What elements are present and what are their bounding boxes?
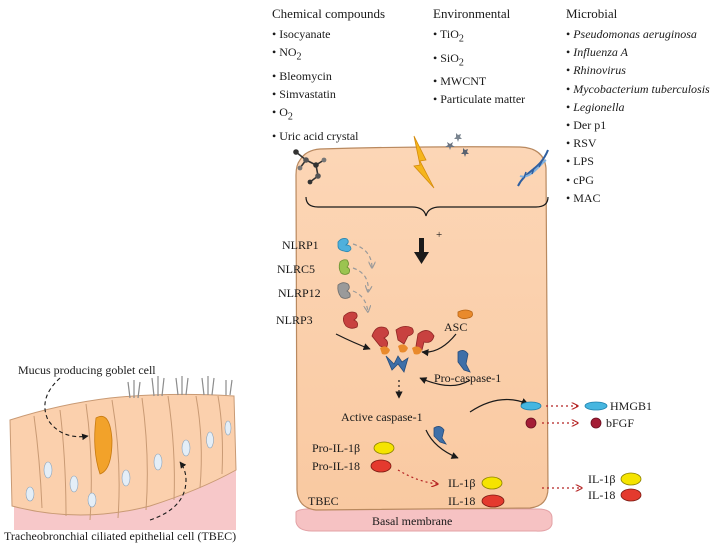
il18-oval-inside <box>481 494 505 508</box>
microbial-title: Microbial <box>566 6 618 21</box>
nlrc5-icon <box>338 259 351 275</box>
lightning-bolt-icon <box>413 135 435 189</box>
il18-label-outside: IL-18 <box>588 488 616 502</box>
list-item: Mycobacterium tuberculosis <box>566 80 710 98</box>
hmgb1-oval-inside <box>520 401 542 411</box>
goblet-cell-label: Mucus producing goblet cell <box>18 363 156 377</box>
chemical-molecule-icon <box>293 149 327 185</box>
nlrp3-label: NLRP3 <box>276 313 313 327</box>
nlrp12-label: NLRP12 <box>278 286 321 300</box>
asc-icon <box>457 309 473 320</box>
list-item: cPG <box>566 171 710 189</box>
nlrp1-label: NLRP1 <box>282 238 319 252</box>
list-item: SiO2 <box>433 49 525 73</box>
activation-plus-sign: + <box>436 229 443 241</box>
microbial-column: Microbial Pseudomonas aeruginosa Influen… <box>566 6 710 207</box>
list-item: Der p1 <box>566 116 710 134</box>
list-item: Bleomycin <box>272 67 385 85</box>
chemical-compounds-title: Chemical compounds <box>272 6 386 21</box>
tbec-label: TBEC <box>308 494 339 508</box>
stimuli-brace <box>305 196 549 217</box>
list-item: O2 <box>272 103 385 127</box>
environmental-list: TiO2 SiO2 MWCNT Particulate matter <box>433 25 525 109</box>
list-item: Rhinovirus <box>566 61 710 79</box>
il18-oval-outside <box>620 488 642 502</box>
airway-epithelium-illustration <box>9 376 237 530</box>
environmental-title: Environmental <box>433 6 511 21</box>
asc-label: ASC <box>444 320 468 334</box>
il18-label-inside: IL-18 <box>448 494 476 508</box>
nlrc5-label: NLRC5 <box>277 262 316 276</box>
list-item: NO2 <box>272 43 385 67</box>
list-item: LPS <box>566 152 710 170</box>
pro-il1b-oval <box>373 441 395 455</box>
pro-il18-label: Pro-IL-18 <box>312 459 360 473</box>
il1b-label-inside: IL-1β <box>448 476 476 490</box>
basal-membrane-label: Basal membrane <box>372 514 453 528</box>
list-item: Pseudomonas aeruginosa <box>566 25 710 43</box>
nlrp3-icon <box>342 311 358 329</box>
il1b-oval-inside <box>481 476 503 490</box>
inflammasome-complex-icon <box>371 326 435 373</box>
list-item: Particulate matter <box>433 90 525 108</box>
nlrp1-icon <box>337 238 352 253</box>
list-item: Legionella <box>566 98 710 116</box>
hmgb1-oval-outside <box>584 401 608 411</box>
list-item: Isocyanate <box>272 25 385 43</box>
pro-il1b-label: Pro-IL-1β <box>312 441 361 455</box>
dna-strand-icon <box>517 149 549 187</box>
bfgf-label: bFGF <box>606 416 635 430</box>
pro-il18-oval <box>370 459 392 473</box>
pro-caspase-1-label: Pro-caspase-1 <box>434 371 502 385</box>
hmgb1-label: HMGB1 <box>610 399 653 413</box>
microbial-list: Pseudomonas aeruginosa Influenza A Rhino… <box>566 25 710 207</box>
list-item: MAC <box>566 189 710 207</box>
tbec-tissue-label: Tracheobronchial ciliated epithelial cel… <box>4 529 237 543</box>
caspase-fragment-icon <box>433 426 447 445</box>
chemical-compounds-column: Chemical compounds Isocyanate NO2 Bleomy… <box>272 6 385 145</box>
pro-caspase-1-icon <box>457 350 471 373</box>
bfgf-oval-outside <box>590 417 602 429</box>
environmental-column: Environmental TiO2 SiO2 MWCNT Particulat… <box>433 6 525 109</box>
bfgf-oval-inside <box>525 417 537 429</box>
list-item: Simvastatin <box>272 85 385 103</box>
list-item: MWCNT <box>433 72 525 90</box>
activation-arrow <box>414 238 429 264</box>
il1b-oval-outside <box>620 472 642 486</box>
list-item: TiO2 <box>433 25 525 49</box>
il1b-label-outside: IL-1β <box>588 472 616 486</box>
nlrp12-icon <box>337 282 351 299</box>
list-item: Influenza A <box>566 43 710 61</box>
particles-icon <box>445 133 469 157</box>
active-caspase-1-label: Active caspase-1 <box>341 410 423 424</box>
chemical-compounds-list: Isocyanate NO2 Bleomycin Simvastatin O2 … <box>272 25 385 145</box>
list-item: RSV <box>566 134 710 152</box>
tbec-cell-body <box>295 146 549 511</box>
list-item: Uric acid crystal <box>272 127 385 145</box>
